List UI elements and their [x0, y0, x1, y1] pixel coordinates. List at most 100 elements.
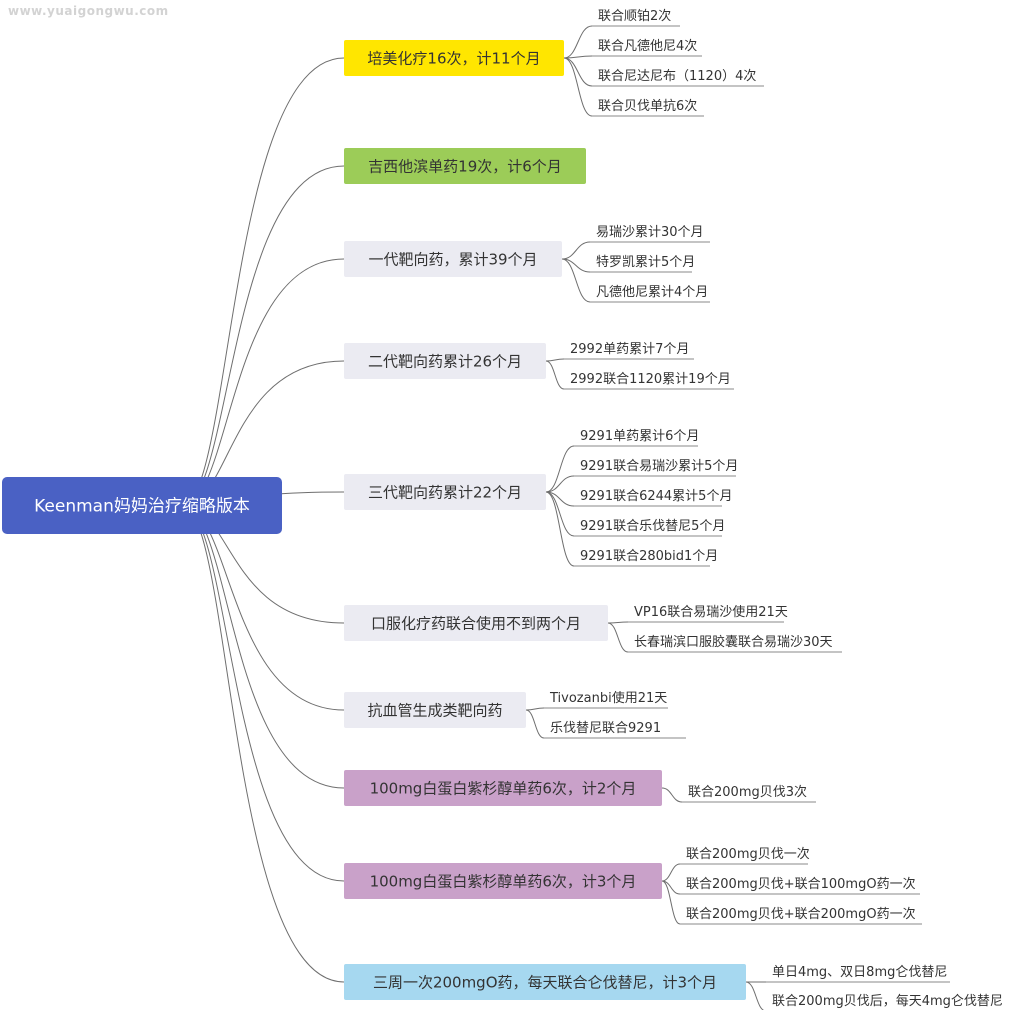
- leaf-node[interactable]: 联合200mg贝伐+联合100mgO药一次: [680, 876, 920, 895]
- leaf-node[interactable]: 9291联合6244累计5个月: [574, 489, 732, 507]
- root-node-box: [2, 477, 282, 534]
- root-node[interactable]: Keenman妈妈治疗缩略版本: [2, 477, 282, 534]
- leaf-node[interactable]: 2992联合1120累计19个月: [564, 372, 734, 390]
- branch-node[interactable]: 三代靶向药累计22个月: [344, 474, 546, 510]
- mindmap-nodes: Keenman妈妈治疗缩略版本 培美化疗16次，计11个月 联合顺铂2次联合凡德他尼…: [2, 8, 1003, 1010]
- leaf-node-label: 联合200mg贝伐3次: [688, 784, 807, 800]
- edge-branch-to-leaf: [607, 622, 629, 653]
- leaf-node[interactable]: 凡德他尼累计4个月: [590, 285, 710, 303]
- leaf-node[interactable]: 9291联合280bid1个月: [574, 549, 718, 567]
- edge-branch-to-leaf: [563, 57, 593, 117]
- edge-branch-to-leaf: [607, 621, 629, 624]
- branch-node-label: 口服化疗药联合使用不到两个月: [371, 615, 581, 633]
- edge-root-to-branch: [181, 505, 345, 983]
- branch-node-label: 100mg白蛋白紫杉醇单药6次，计2个月: [370, 780, 637, 798]
- leaf-node[interactable]: 单日4mg、双日8mg仑伐替尼: [766, 965, 950, 983]
- leaf-node[interactable]: VP16联合易瑞沙使用21天: [628, 604, 788, 623]
- leaf-node[interactable]: 联合200mg贝伐+联合200mgO药一次: [680, 906, 922, 925]
- branch-node[interactable]: 吉西他滨单药19次，计6个月: [344, 148, 586, 184]
- leaf-node[interactable]: 9291单药累计6个月: [574, 429, 699, 447]
- leaf-node[interactable]: 联合200mg贝伐后，每天4mg仑伐替尼: [766, 993, 1003, 1010]
- branch-node-label: 抗血管生成类靶向药: [367, 702, 502, 720]
- leaf-node[interactable]: 联合200mg贝伐一次: [680, 846, 810, 865]
- branch-node[interactable]: 100mg白蛋白紫杉醇单药6次，计2个月: [344, 770, 662, 806]
- leaf-node-label: 9291联合乐伐替尼5个月: [580, 519, 725, 534]
- leaf-node[interactable]: 9291联合乐伐替尼5个月: [574, 519, 725, 537]
- leaf-node-label: 9291联合易瑞沙累计5个月: [580, 459, 738, 474]
- edge-branch-to-leaf: [661, 880, 681, 925]
- edge-branch-to-leaf: [545, 491, 575, 567]
- leaf-node-label: 乐伐替尼联合9291: [550, 721, 661, 736]
- leaf-node-label: 9291单药累计6个月: [580, 429, 699, 444]
- leaf-node-label: 联合尼达尼布（1120）4次: [598, 68, 756, 84]
- edge-root-to-branch: [181, 57, 345, 506]
- leaf-node[interactable]: 乐伐替尼联合9291: [544, 721, 686, 739]
- leaf-node-label: 联合贝伐单抗6次: [598, 98, 697, 114]
- leaf-node-label: Tivozanbi使用21天: [549, 690, 667, 706]
- leaf-node[interactable]: 特罗凯累计5个月: [590, 255, 695, 273]
- edge-branch-to-leaf: [561, 258, 591, 303]
- edge-branch-to-leaf: [525, 709, 545, 739]
- leaf-node-label: 联合200mg贝伐一次: [686, 846, 810, 862]
- connector-lines: [181, 25, 766, 1010]
- leaf-node[interactable]: Tivozanbi使用21天: [544, 690, 668, 709]
- branch-node[interactable]: 口服化疗药联合使用不到两个月: [344, 605, 608, 641]
- leaf-node-label: VP16联合易瑞沙使用21天: [634, 604, 788, 620]
- branch-node[interactable]: 100mg白蛋白紫杉醇单药6次，计3个月: [344, 863, 662, 899]
- leaf-node-label: 9291联合280bid1个月: [580, 549, 718, 564]
- branch-node-box: [344, 964, 746, 1000]
- leaf-node-label: 联合200mg贝伐+联合200mgO药一次: [686, 906, 916, 922]
- edge-branch-to-leaf: [661, 787, 683, 803]
- root-node-label: Keenman妈妈治疗缩略版本: [34, 497, 250, 517]
- branch-node-box: [344, 692, 526, 728]
- branch-node[interactable]: 抗血管生成类靶向药: [344, 692, 526, 728]
- leaf-node[interactable]: 联合顺铂2次: [592, 8, 680, 27]
- branch-node-box: [344, 863, 662, 899]
- branch-node-label: 三周一次200mgO药，每天联合仑伐替尼，计3个月: [373, 974, 717, 992]
- leaf-node-label: 单日4mg、双日8mg仑伐替尼: [772, 965, 947, 980]
- leaf-node-label: 9291联合6244累计5个月: [580, 489, 732, 504]
- leaf-node[interactable]: 易瑞沙累计30个月: [590, 225, 710, 243]
- edge-branch-to-leaf: [661, 863, 681, 882]
- leaf-node[interactable]: 9291联合易瑞沙累计5个月: [574, 459, 738, 477]
- branch-node-box: [344, 241, 562, 277]
- edge-root-to-branch: [181, 505, 345, 789]
- branch-node[interactable]: 一代靶向药，累计39个月: [344, 241, 562, 277]
- edge-branch-to-leaf: [545, 445, 575, 493]
- edge-branch-to-leaf: [563, 55, 593, 59]
- edge-branch-to-leaf: [545, 360, 565, 390]
- edge-branch-to-leaf: [745, 981, 765, 1010]
- branch-node-label: 培美化疗16次，计11个月: [367, 50, 540, 68]
- leaf-node-label: 长春瑞滨口服胶囊联合易瑞沙30天: [634, 634, 833, 650]
- leaf-node-label: 2992联合1120累计19个月: [570, 372, 731, 387]
- branch-node-label: 一代靶向药，累计39个月: [368, 251, 537, 269]
- edge-root-to-branch: [181, 165, 345, 506]
- leaf-node[interactable]: 2992单药累计7个月: [564, 342, 694, 360]
- leaf-node[interactable]: 联合200mg贝伐3次: [682, 784, 816, 803]
- branch-node-box: [344, 474, 546, 510]
- branch-node-box: [344, 148, 586, 184]
- watermark-text: www.yuaigongwu.com: [8, 4, 169, 18]
- branch-node[interactable]: 三周一次200mgO药，每天联合仑伐替尼，计3个月: [344, 964, 746, 1000]
- leaf-node-label: 易瑞沙累计30个月: [596, 225, 704, 240]
- leaf-node-label: 联合顺铂2次: [598, 8, 671, 24]
- branch-node[interactable]: 培美化疗16次，计11个月: [344, 40, 564, 76]
- leaf-node[interactable]: 联合尼达尼布（1120）4次: [592, 68, 764, 87]
- leaf-node[interactable]: 联合贝伐单抗6次: [592, 98, 704, 117]
- edge-branch-to-leaf: [561, 241, 591, 260]
- branch-node-box: [344, 770, 662, 806]
- leaf-node[interactable]: 联合凡德他尼4次: [592, 38, 702, 57]
- leaf-node-label: 联合凡德他尼4次: [598, 38, 697, 54]
- leaf-node[interactable]: 长春瑞滨口服胶囊联合易瑞沙30天: [628, 634, 842, 653]
- edge-root-to-branch: [181, 505, 345, 711]
- edge-branch-to-leaf: [545, 358, 565, 362]
- leaf-node-label: 联合200mg贝伐+联合100mgO药一次: [686, 876, 916, 892]
- branch-node-box: [344, 40, 564, 76]
- edge-root-to-branch: [181, 505, 345, 882]
- leaf-node-label: 联合200mg贝伐后，每天4mg仑伐替尼: [772, 993, 1003, 1009]
- edge-branch-to-leaf: [525, 707, 545, 711]
- branch-node-box: [344, 605, 608, 641]
- branch-node[interactable]: 二代靶向药累计26个月: [344, 343, 546, 379]
- leaf-node-label: 特罗凯累计5个月: [596, 255, 695, 270]
